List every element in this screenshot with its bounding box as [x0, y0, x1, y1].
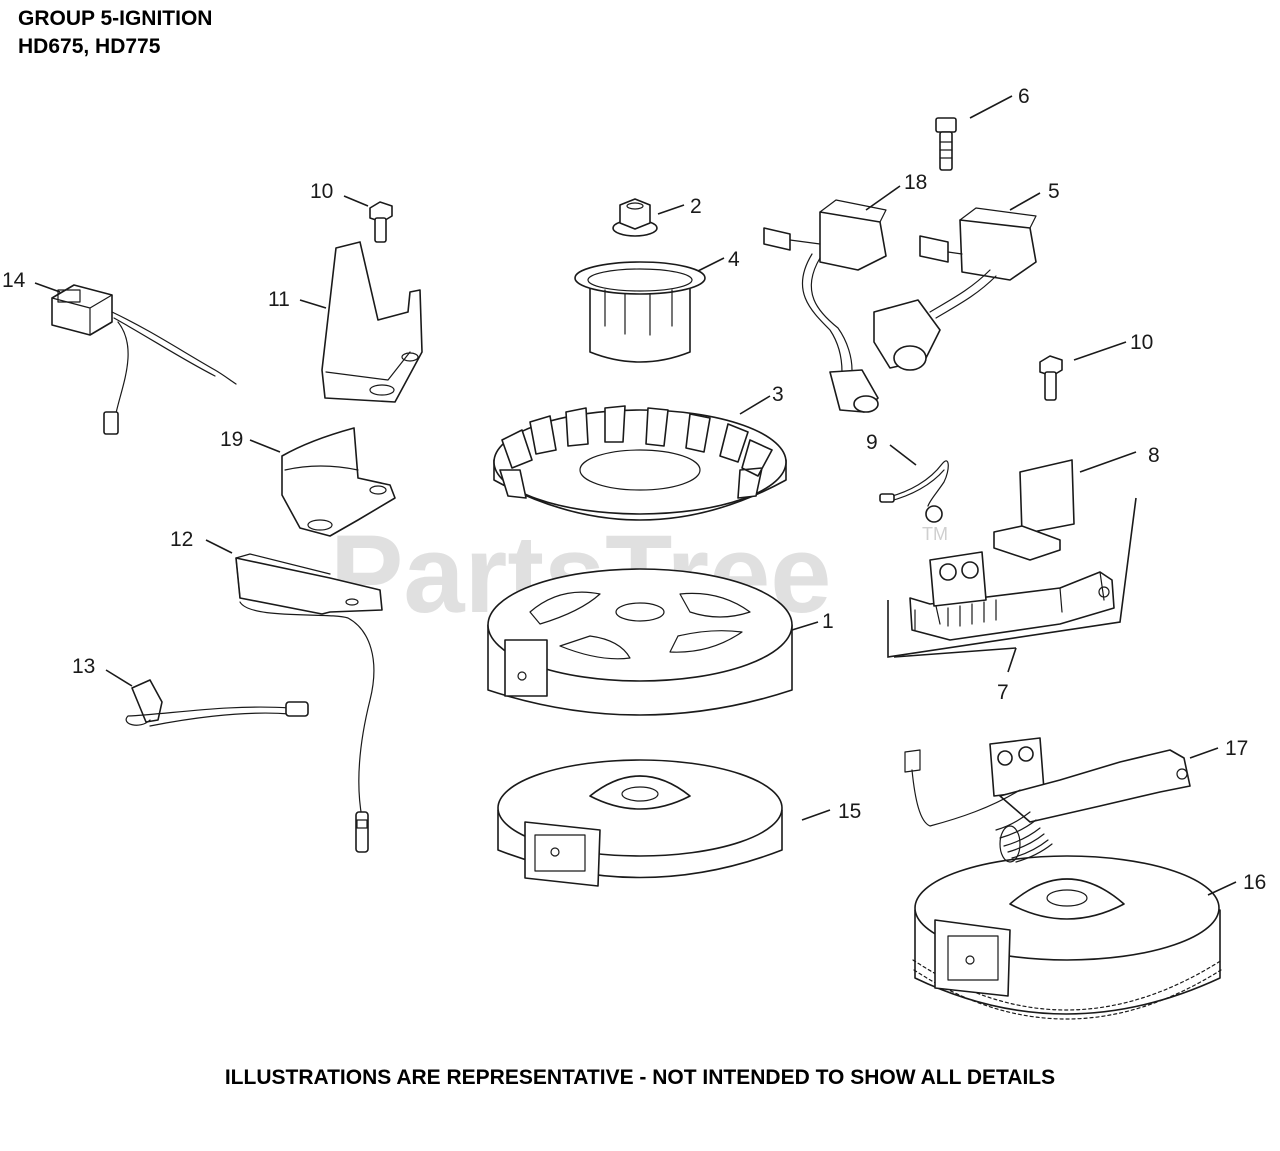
part-8-plate[interactable]: [993, 459, 1075, 561]
callout-2[interactable]: 2: [690, 195, 702, 218]
callout-5[interactable]: 5: [1048, 180, 1060, 203]
footer-disclaimer: ILLUSTRATIONS ARE REPRESENTATIVE - NOT I…: [224, 1066, 1056, 1089]
callout-11[interactable]: 11: [268, 288, 290, 311]
part-1-flywheel[interactable]: [487, 568, 793, 716]
part-3-fan[interactable]: [493, 405, 787, 521]
part-2-nut[interactable]: [612, 198, 658, 237]
part-12-ignition-module[interactable]: [235, 553, 383, 853]
callout-1[interactable]: 1: [822, 610, 834, 633]
part-19-bracket[interactable]: [281, 427, 396, 537]
callout-16[interactable]: 16: [1243, 871, 1266, 894]
callout-7[interactable]: 7: [997, 681, 1009, 704]
part-18-ignition-coil[interactable]: [763, 199, 887, 413]
diagram-title: GROUP 5-IGNITION: [18, 7, 213, 30]
part-5-ignition-coil[interactable]: [873, 207, 1037, 371]
part-6-bolt[interactable]: [935, 117, 957, 171]
part-11-bracket[interactable]: [321, 241, 423, 403]
watermark-tm: TM: [922, 524, 948, 544]
callout-13[interactable]: 13: [72, 655, 95, 678]
callout-17[interactable]: 17: [1225, 737, 1248, 760]
callout-4[interactable]: 4: [728, 248, 740, 271]
part-7-assembly[interactable]: [909, 551, 1115, 641]
callout-numbers: 1 2 3 4 5 6 7 8 9 10 10 11 12 13 14 15 1…: [2, 85, 1266, 894]
part-16-flywheel-ring-gear[interactable]: [912, 855, 1223, 1020]
callout-15[interactable]: 15: [838, 800, 861, 823]
callout-8[interactable]: 8: [1148, 444, 1160, 467]
callout-12[interactable]: 12: [170, 528, 193, 551]
callout-10-right[interactable]: 10: [1130, 331, 1153, 354]
part-15-flywheel[interactable]: [497, 759, 783, 887]
part-10-bolt-left[interactable]: [369, 201, 393, 243]
callout-9[interactable]: 9: [866, 431, 878, 454]
part-13-lead-wire[interactable]: [125, 679, 309, 727]
callout-3[interactable]: 3: [772, 383, 784, 406]
callout-19[interactable]: 19: [220, 428, 243, 451]
part-17-assembly[interactable]: [904, 737, 1191, 863]
part-9-ground-wire[interactable]: [879, 460, 949, 523]
callout-10-left[interactable]: 10: [310, 180, 333, 203]
part-10-bolt-right[interactable]: [1039, 355, 1063, 401]
part-14-harness[interactable]: [51, 284, 237, 435]
callout-6[interactable]: 6: [1018, 85, 1030, 108]
diagram-models: HD675, HD775: [18, 35, 161, 58]
leader-lines: [34, 95, 1237, 896]
part-4-cup[interactable]: [574, 261, 706, 363]
callout-14[interactable]: 14: [2, 269, 26, 292]
callout-18[interactable]: 18: [904, 171, 927, 194]
